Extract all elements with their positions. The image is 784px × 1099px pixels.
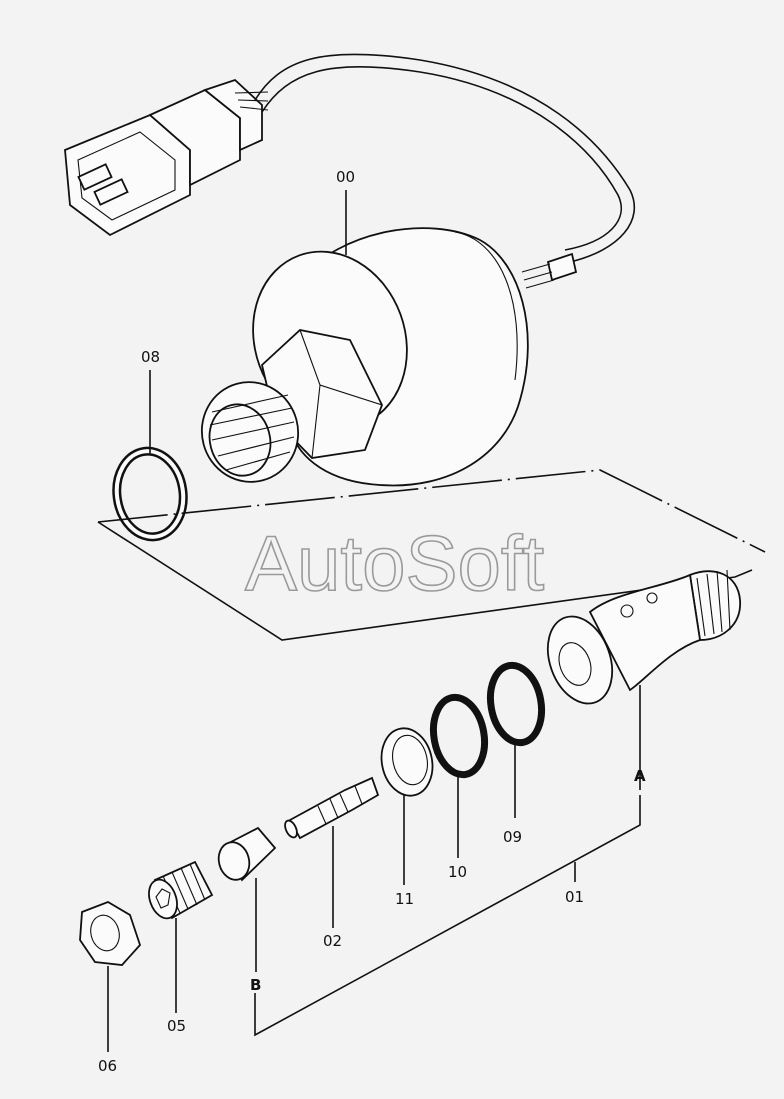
label-06: 06 xyxy=(98,1057,117,1075)
label-00: 00 xyxy=(336,168,355,186)
label-05: 05 xyxy=(167,1017,186,1035)
hex-nut-06 xyxy=(79,901,142,966)
o-ring-10 xyxy=(429,693,489,779)
sensor-cable xyxy=(234,53,636,289)
label-08: 08 xyxy=(141,348,160,366)
electrical-connector xyxy=(64,78,263,237)
assembly-lines xyxy=(97,469,766,641)
valve-pin-02 xyxy=(284,776,380,840)
label-01: 01 xyxy=(565,888,584,906)
pressure-sensor xyxy=(200,227,529,487)
label-09: 09 xyxy=(503,828,522,846)
o-ring-09 xyxy=(486,661,546,747)
label-11: 11 xyxy=(395,890,414,908)
label-10: 10 xyxy=(448,863,467,881)
plug-screw-05 xyxy=(148,860,214,920)
valve-housing-a xyxy=(546,569,741,705)
label-02: 02 xyxy=(323,932,342,950)
callout-b: B xyxy=(250,976,261,994)
watermark: AutoSoft xyxy=(245,519,545,607)
o-ring-08 xyxy=(112,446,188,542)
callout-a: A xyxy=(634,767,646,785)
sleeve-b xyxy=(217,826,277,882)
leader-lines xyxy=(107,190,641,1052)
backup-ring-11 xyxy=(380,727,434,797)
